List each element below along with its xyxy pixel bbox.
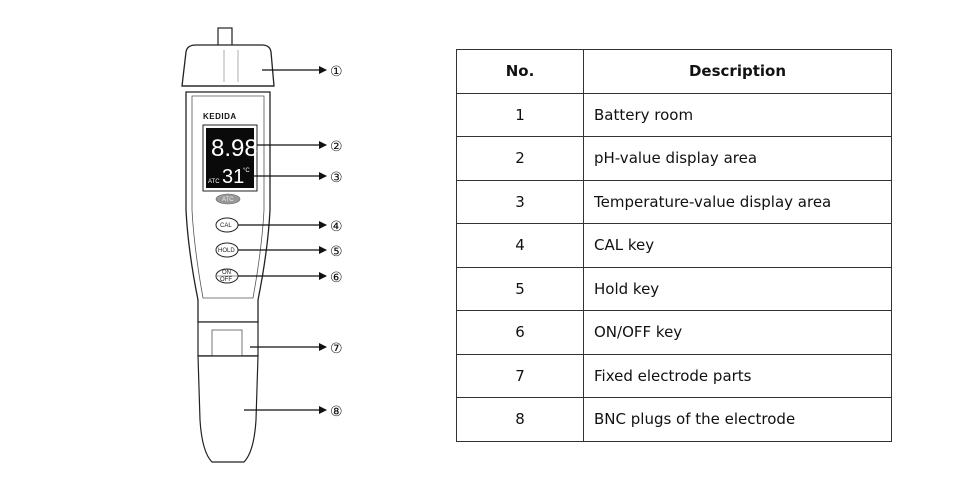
table-row: 4 CAL key bbox=[456, 223, 892, 268]
table-row: 7 Fixed electrode parts bbox=[456, 353, 892, 398]
row-description: Hold key bbox=[583, 266, 892, 311]
row-description: BNC plugs of the electrode bbox=[583, 397, 892, 442]
table-row: 8 BNC plugs of the electrode bbox=[456, 397, 892, 442]
row-number: 5 bbox=[456, 266, 584, 311]
on-off-key[interactable]: ON OFF bbox=[215, 268, 239, 284]
ph-reading: 8.98 bbox=[211, 135, 258, 162]
row-description: Fixed electrode parts bbox=[583, 353, 892, 398]
atc-label: ATC bbox=[208, 179, 220, 185]
row-number: 6 bbox=[456, 310, 584, 355]
electrode-holder bbox=[197, 321, 259, 357]
row-number: 2 bbox=[456, 136, 584, 181]
callout-4: ④ bbox=[330, 219, 343, 235]
table-row: 1 Battery room bbox=[456, 92, 892, 137]
temp-unit: °C bbox=[243, 168, 250, 174]
callout-2: ② bbox=[330, 139, 343, 155]
table-header-row: No. Description bbox=[456, 49, 892, 94]
row-description: Battery room bbox=[583, 92, 892, 137]
atc-badge: ATC bbox=[215, 193, 241, 205]
table-row: 6 ON/OFF key bbox=[456, 310, 892, 355]
row-description: CAL key bbox=[583, 223, 892, 268]
table-row: 5 Hold key bbox=[456, 266, 892, 311]
row-description: Temperature-value display area bbox=[583, 179, 892, 224]
row-number: 3 bbox=[456, 179, 584, 224]
callout-5: ⑤ bbox=[330, 244, 343, 260]
brand-logo: KEDIDA bbox=[203, 112, 237, 121]
callout-lines bbox=[238, 66, 327, 414]
table-row: 3 Temperature-value display area bbox=[456, 179, 892, 224]
lcd-screen: 8.98 ATC 31 °C bbox=[202, 124, 258, 192]
electrode-plug bbox=[197, 355, 259, 463]
temp-reading: 31 bbox=[222, 166, 244, 188]
callout-7: ⑦ bbox=[330, 341, 343, 357]
description-table: No. Description 1 Battery room 2 pH-valu… bbox=[456, 49, 892, 442]
row-number: 4 bbox=[456, 223, 584, 268]
on-key-label: ON bbox=[222, 270, 231, 276]
header-no: No. bbox=[456, 49, 584, 94]
callout-8: ⑧ bbox=[330, 404, 343, 420]
callout-6: ⑥ bbox=[330, 270, 343, 286]
row-number: 7 bbox=[456, 353, 584, 398]
ph-meter-diagram: KEDIDA 8.98 ATC 31 °C ATC CAL HOLD ON OF… bbox=[181, 27, 343, 463]
callout-1: ① bbox=[330, 64, 343, 80]
table-row: 2 pH-value display area bbox=[456, 136, 892, 181]
row-number: 1 bbox=[456, 92, 584, 137]
header-description: Description bbox=[583, 49, 892, 94]
row-description: pH-value display area bbox=[583, 136, 892, 181]
hold-key[interactable]: HOLD bbox=[215, 242, 239, 258]
row-description: ON/OFF key bbox=[583, 310, 892, 355]
atc-badge-text: ATC bbox=[222, 197, 234, 203]
cal-key[interactable]: CAL bbox=[215, 217, 239, 233]
battery-cap bbox=[181, 27, 275, 87]
cal-key-label: CAL bbox=[220, 223, 232, 229]
row-number: 8 bbox=[456, 397, 584, 442]
off-key-label: OFF bbox=[220, 277, 232, 283]
description-table-wrap: No. Description 1 Battery room 2 pH-valu… bbox=[456, 49, 892, 442]
hold-key-label: HOLD bbox=[218, 248, 235, 254]
brand-text: KEDIDA bbox=[203, 112, 237, 121]
callout-3: ③ bbox=[330, 170, 343, 186]
